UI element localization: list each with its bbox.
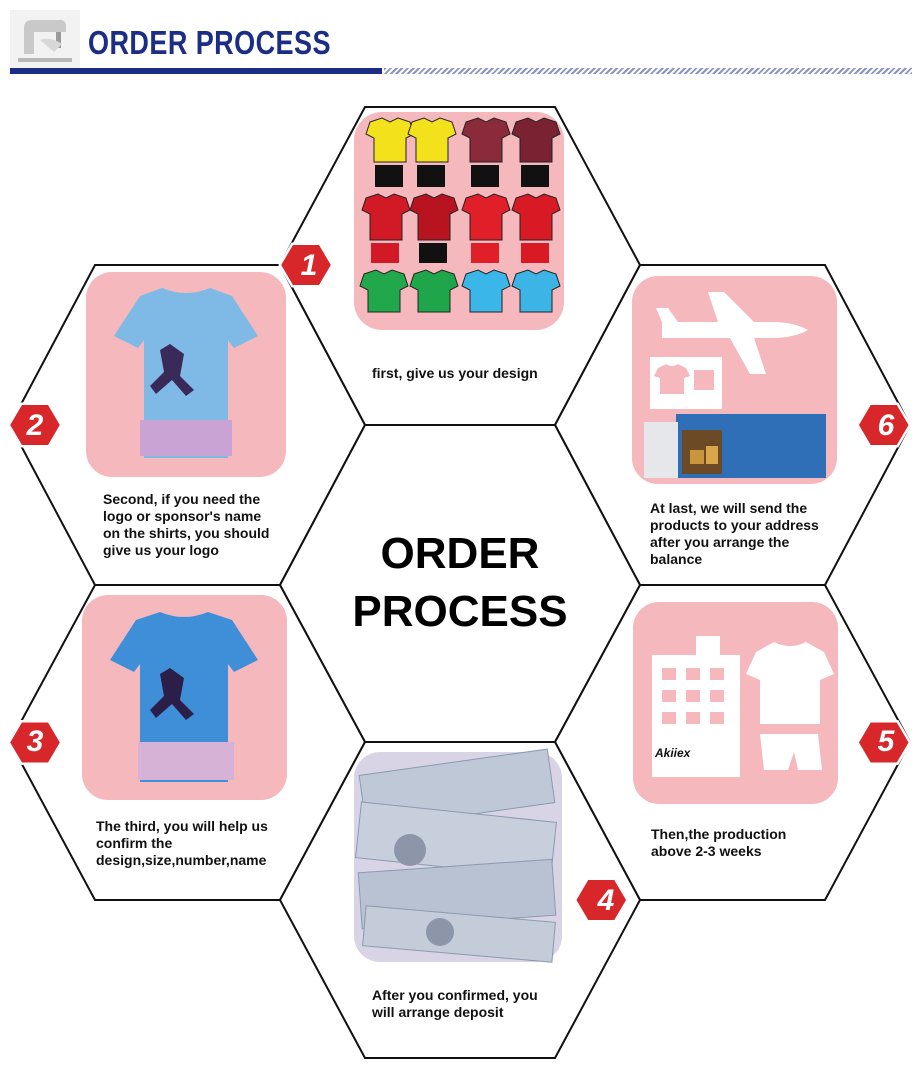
badge-5 — [856, 720, 912, 765]
badge-6 — [856, 402, 912, 448]
shipping-image — [632, 276, 837, 484]
printed-tshirt-image — [86, 272, 286, 477]
badge-3 — [7, 720, 63, 765]
money-image — [354, 748, 562, 963]
caption-line: balance — [650, 551, 703, 567]
caption-line: after you arrange the — [650, 534, 790, 550]
caption-line: design,size,number,name — [96, 852, 267, 868]
center-title: ORDER PROCESS — [320, 525, 600, 641]
badge-number-2: 2 — [26, 409, 44, 442]
caption-line: above 2-3 weeks — [651, 843, 762, 859]
step-6-caption: At last, we will send the products to yo… — [650, 500, 819, 568]
caption-line: give us your logo — [103, 542, 219, 558]
step-2-caption: Second, if you need the logo or sponsor'… — [103, 491, 269, 559]
step-5-caption: Then,the production above 2-3 weeks — [651, 826, 786, 860]
caption-line: logo or sponsor's name — [103, 508, 262, 524]
page-header: ORDER PROCESS — [0, 0, 920, 80]
badge-1 — [278, 242, 334, 288]
step-4-caption: After you confirmed, you will arrange de… — [372, 987, 538, 1021]
badge-number-6: 6 — [877, 409, 895, 442]
center-title-line: ORDER — [380, 529, 540, 578]
step-badges — [7, 242, 912, 923]
header-hatch-rule — [384, 68, 912, 74]
brand-label: Akiiex — [654, 746, 692, 760]
step-1-caption: first, give us your design — [372, 365, 538, 382]
caption-line: Then,the production — [651, 826, 787, 842]
jerseys-image — [354, 112, 564, 330]
sewing-machine-icon — [10, 10, 80, 68]
badge-4 — [573, 877, 629, 923]
caption-line: The third, you will help us — [96, 818, 268, 834]
caption-line: will arrange deposit — [372, 1004, 504, 1020]
printed-tshirt-image — [82, 595, 287, 800]
page-title: ORDER PROCESS — [88, 24, 331, 61]
badge-2 — [7, 402, 63, 448]
badge-number-5: 5 — [877, 725, 895, 758]
caption-line: first, give us your design — [372, 365, 538, 381]
caption-line: on the shirts, you should — [103, 525, 270, 541]
production-image: Akiiex — [633, 602, 838, 804]
step-3-caption: The third, you will help us confirm the … — [96, 818, 268, 869]
badge-number-3: 3 — [26, 725, 44, 758]
center-title-line: PROCESS — [352, 587, 568, 636]
header-rule — [10, 68, 382, 74]
badge-number-4: 4 — [597, 884, 615, 917]
caption-line: confirm the — [96, 835, 173, 851]
caption-line: Second, if you need the — [103, 491, 261, 507]
caption-line: products to your address — [650, 517, 819, 533]
caption-line: At last, we will send the — [650, 500, 808, 516]
caption-line: After you confirmed, you — [372, 987, 538, 1003]
badge-number-1: 1 — [300, 249, 318, 282]
